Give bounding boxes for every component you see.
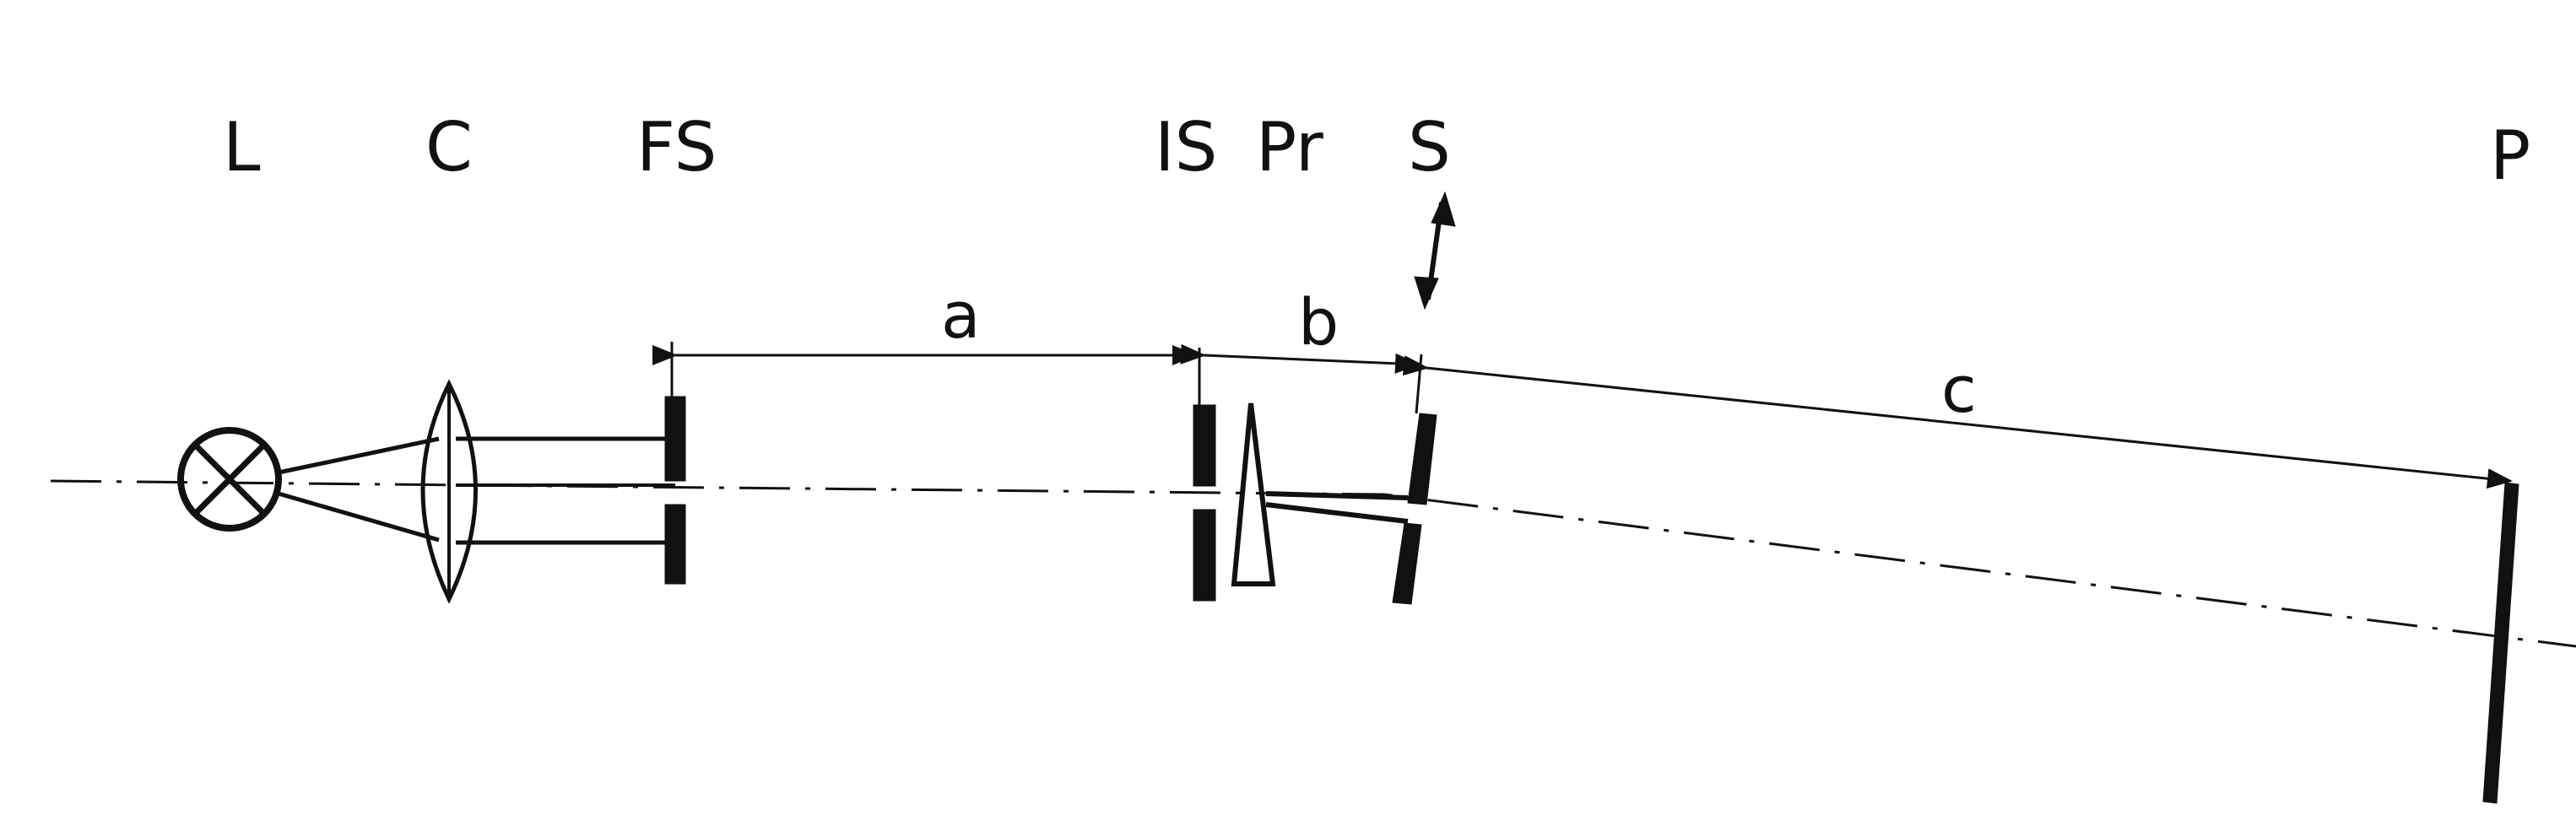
dimension-line-c — [1402, 355, 2513, 489]
label-condenser: C — [425, 108, 473, 186]
label-prism: Pr — [1256, 108, 1323, 186]
deflected-beam — [1265, 491, 1409, 524]
label-lamp: L — [223, 108, 261, 186]
illumination-stop-icon — [1193, 348, 1216, 602]
label-field-stop: FS — [636, 108, 717, 186]
condenser-lens-icon — [420, 379, 478, 604]
label-slide: S — [1408, 108, 1451, 186]
dimension-line-b — [1180, 343, 1421, 374]
slide-movement-arrow-icon — [1414, 191, 1456, 310]
label-illumination-stop: IS — [1155, 108, 1217, 186]
label-projection-screen: P — [2490, 116, 2530, 195]
light-rays — [278, 436, 675, 545]
slide-icon — [1392, 354, 1437, 605]
projection-screen-icon — [2482, 482, 2519, 804]
field-stop-icon — [664, 342, 686, 585]
lamp-icon — [177, 427, 282, 532]
distance-label-b: b — [1298, 284, 1339, 359]
distance-label-a: a — [941, 278, 981, 353]
distance-label-c: c — [1941, 352, 1977, 427]
optical-axis — [50, 479, 2576, 648]
prism-icon — [1231, 402, 1276, 586]
